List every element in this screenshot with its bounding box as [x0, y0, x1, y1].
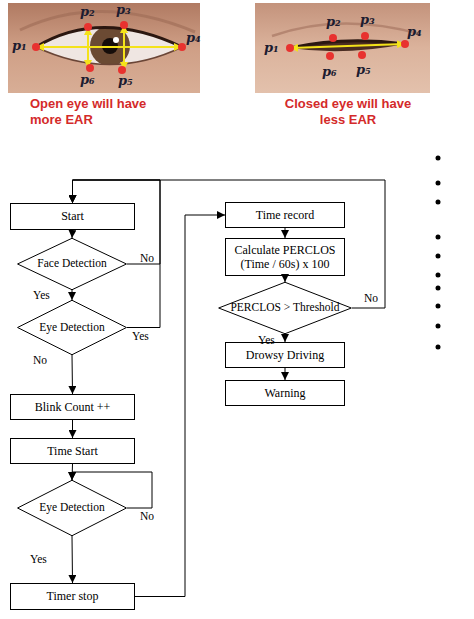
width-arrow [37, 46, 181, 48]
width-arrow [291, 44, 404, 48]
process-box: Drowsy Driving [225, 342, 345, 368]
landmark-dot [358, 51, 366, 59]
eye-highlight [113, 37, 119, 43]
bullet-dot [436, 286, 441, 291]
landmark-dot [178, 43, 186, 51]
edge-label: No [140, 510, 154, 522]
process-box: Timer stop [10, 583, 135, 610]
point-label: p₂ [80, 4, 95, 19]
landmark-dot [120, 21, 128, 29]
landmark-dot [286, 44, 294, 52]
connector [72, 536, 74, 583]
point-label: p₆ [80, 72, 95, 87]
landmark-dot [361, 32, 369, 40]
connector [72, 290, 73, 300]
node-text: Timer stop [43, 589, 103, 603]
point-label: p₄ [407, 24, 422, 39]
connector [72, 230, 74, 238]
node-text: Blink Count ++ [31, 400, 115, 414]
eye-photo [8, 3, 200, 93]
edge-label: Yes [258, 334, 275, 346]
node-text: Drowsy Driving [242, 348, 328, 362]
node-text: Warning [260, 386, 309, 400]
bullet-dot [436, 156, 441, 161]
node-text: Start [57, 209, 88, 223]
connector [72, 420, 73, 438]
connector [135, 215, 225, 597]
point-label: p₅ [118, 73, 133, 88]
landmark-dot [118, 66, 126, 74]
edge-label: Yes [30, 553, 47, 565]
landmark-dot [86, 64, 94, 72]
node-text: Eye Detection [35, 501, 108, 515]
edge-label: Yes [33, 289, 50, 301]
node-text: Time record [252, 208, 319, 222]
connector [285, 228, 286, 238]
point-label: p₃ [360, 12, 375, 27]
bullet-dot [436, 200, 441, 205]
height-arrow [87, 28, 89, 67]
lower-lid [36, 47, 182, 65]
diamond-shape [18, 238, 127, 289]
node-text: PERCLOS > Threshold [226, 301, 343, 315]
bullet-dot [436, 254, 441, 259]
node-text: Face Detection [33, 257, 110, 271]
diamond-shape [18, 480, 127, 535]
edge-label: No [364, 292, 378, 304]
upper-lid [36, 28, 182, 48]
decision-diamond: Eye Detection [17, 480, 127, 536]
connector [285, 334, 286, 342]
bullet-dot [436, 181, 441, 186]
process-box: Blink Count ++ [10, 394, 135, 420]
process-box: Calculate PERCLOS (Time / 60s) x 100 [225, 238, 345, 276]
connector [285, 368, 286, 380]
landmark-dot [329, 34, 337, 42]
process-box: Time Start [10, 438, 135, 464]
upper-lid [290, 41, 405, 48]
landmark-dot [32, 43, 40, 51]
node-text: Eye Detection [35, 321, 108, 335]
landmark-dot [84, 23, 92, 31]
process-box: Time record [225, 202, 345, 228]
point-label: p₁ [12, 38, 27, 53]
point-label: p₅ [356, 62, 371, 77]
edge-label: No [33, 354, 47, 366]
bullet-dot [436, 324, 441, 329]
caption-text: Closed eye will have less EAR [278, 96, 418, 129]
process-box: Start [10, 203, 135, 230]
process-box: Warning [225, 380, 345, 406]
connector [73, 180, 386, 308]
point-label: p₄ [186, 30, 201, 45]
connector [72, 464, 74, 480]
eye-photo [255, 3, 430, 93]
closed-lid [290, 41, 405, 51]
height-arrow [123, 26, 125, 69]
diamond-shape [18, 300, 127, 354]
point-label: p₆ [322, 64, 337, 79]
bullet-dot [436, 235, 441, 240]
point-label: p₃ [116, 2, 131, 17]
eyelid-crease [272, 23, 420, 36]
bullet-dot [436, 345, 441, 350]
point-label: p₁ [264, 40, 279, 55]
node-text: Calculate PERCLOS (Time / 60s) x 100 [226, 243, 344, 272]
connector [285, 276, 286, 282]
decision-diamond: PERCLOS > Threshold [218, 282, 352, 334]
bullet-dot [436, 273, 441, 278]
decision-diamond: Eye Detection [17, 300, 127, 355]
bullet-dot [436, 304, 441, 309]
landmark-dot [326, 52, 334, 60]
point-label: p₂ [326, 14, 341, 29]
caption-text: Open eye will have more EAR [30, 96, 180, 129]
edge-label: Yes [132, 330, 149, 342]
diamond-shape [219, 282, 352, 333]
node-text: Time Start [43, 444, 102, 458]
landmark-dot [401, 40, 409, 48]
edge-label: No [140, 252, 154, 264]
decision-diamond: Face Detection [17, 238, 127, 290]
connector [72, 355, 74, 394]
